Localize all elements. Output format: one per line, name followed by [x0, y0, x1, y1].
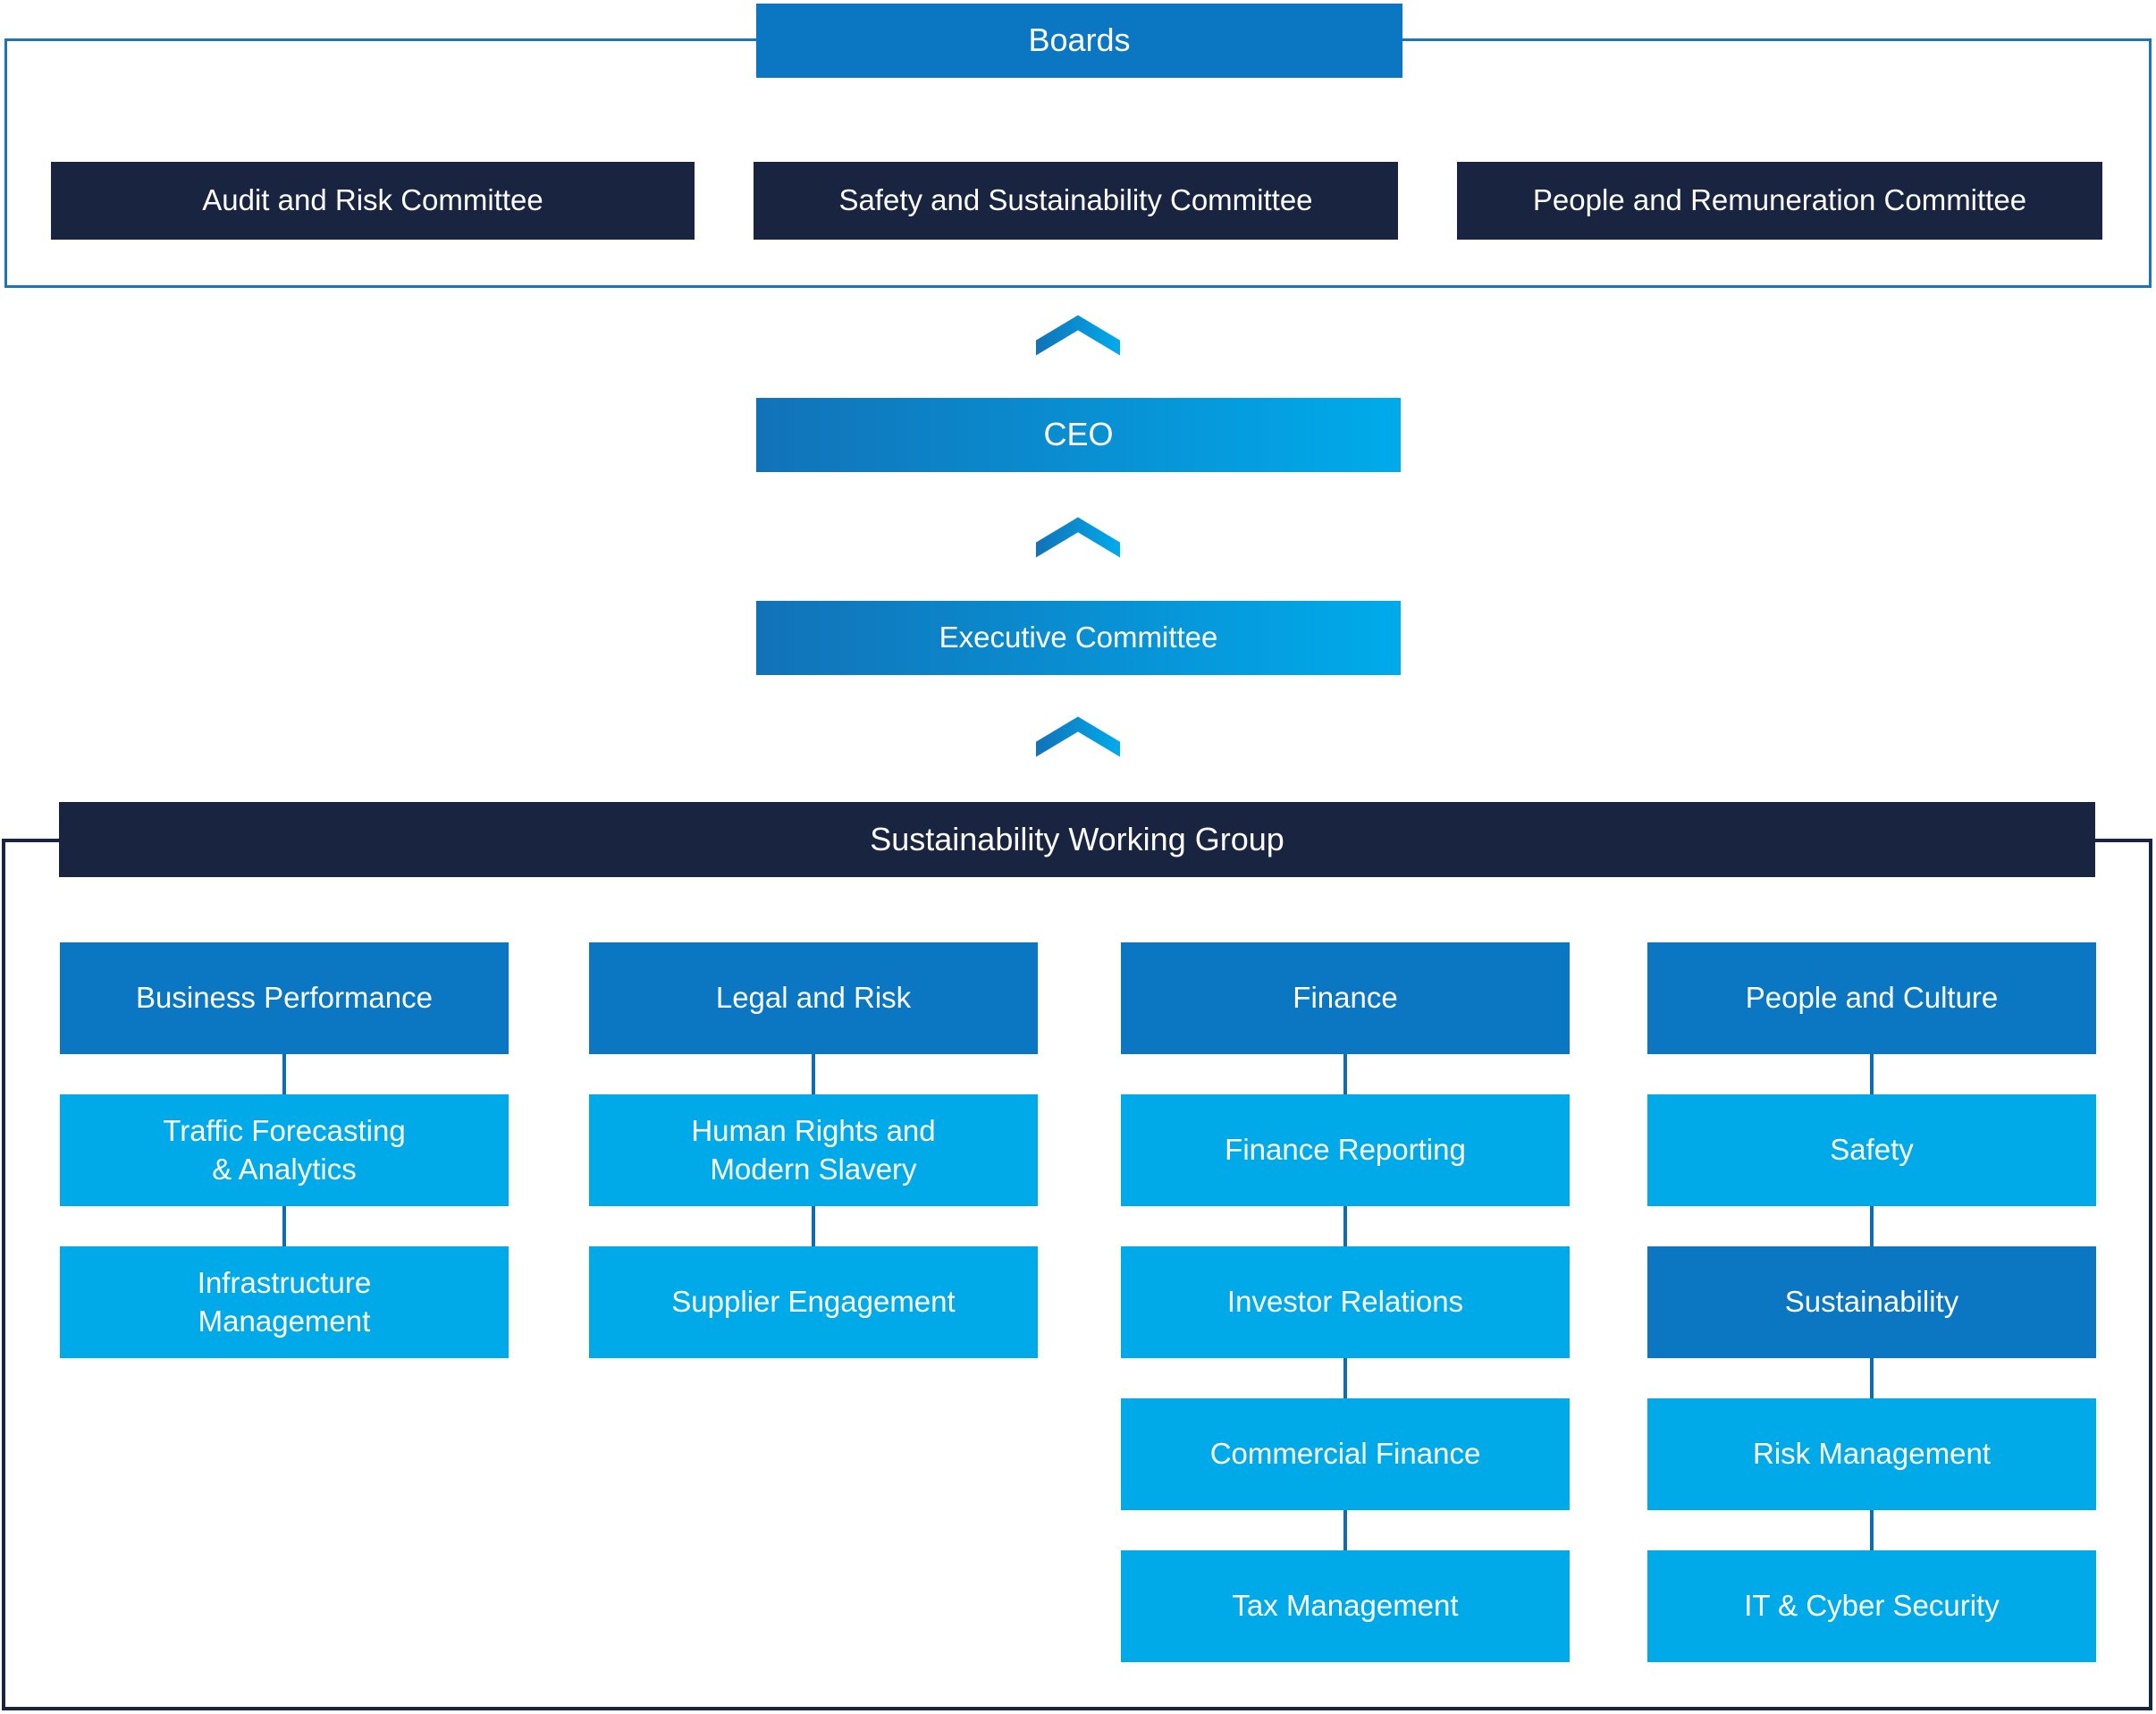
connector-line — [1343, 1510, 1347, 1550]
connector-line — [282, 1054, 286, 1094]
chevron-up-icon — [1036, 716, 1120, 757]
connector-line — [1343, 1054, 1347, 1094]
boards-box: Boards — [756, 4, 1402, 78]
committee-box-audit-and-risk: Audit and Risk Committee — [51, 162, 695, 240]
ceo-box: CEO — [756, 398, 1401, 472]
connector-line — [812, 1054, 815, 1094]
org-box-finance-reporting: Finance Reporting — [1121, 1094, 1570, 1206]
connector-line — [1343, 1358, 1347, 1398]
org-box-investor-relations: Investor Relations — [1121, 1246, 1570, 1358]
org-box-commercial-finance: Commercial Finance — [1121, 1398, 1570, 1510]
connector-line — [1870, 1206, 1874, 1246]
org-box-safety: Safety — [1647, 1094, 2096, 1206]
org-box-it-cyber-security: IT & Cyber Security — [1647, 1550, 2096, 1662]
org-box-legal-and-risk: Legal and Risk — [589, 942, 1038, 1054]
org-box-traffic-forecasting-analytics: Traffic Forecasting & Analytics — [60, 1094, 509, 1206]
org-box-infrastructure-management: Infrastructure Management — [60, 1246, 509, 1358]
connector-line — [1870, 1510, 1874, 1550]
org-box-people-and-culture: People and Culture — [1647, 942, 2096, 1054]
connector-line — [282, 1206, 286, 1246]
org-box-supplier-engagement: Supplier Engagement — [589, 1246, 1038, 1358]
connector-line — [812, 1206, 815, 1246]
org-box-tax-management: Tax Management — [1121, 1550, 1570, 1662]
org-box-human-rights-modern-slavery: Human Rights and Modern Slavery — [589, 1094, 1038, 1206]
sustainability-working-group-bar: Sustainability Working Group — [59, 802, 2095, 877]
org-box-business-performance: Business Performance — [60, 942, 509, 1054]
committee-box-people-and-remuneration: People and Remuneration Committee — [1457, 162, 2102, 240]
org-box-sustainability: Sustainability — [1647, 1246, 2096, 1358]
org-box-risk-management: Risk Management — [1647, 1398, 2096, 1510]
connector-line — [1870, 1358, 1874, 1398]
committee-box-safety-and-sustainability: Safety and Sustainability Committee — [754, 162, 1398, 240]
chevron-up-icon — [1036, 315, 1120, 356]
org-box-finance: Finance — [1121, 942, 1570, 1054]
connector-line — [1343, 1206, 1347, 1246]
executive-committee-box: Executive Committee — [756, 601, 1401, 675]
chevron-up-icon — [1036, 517, 1120, 558]
connector-line — [1870, 1054, 1874, 1094]
